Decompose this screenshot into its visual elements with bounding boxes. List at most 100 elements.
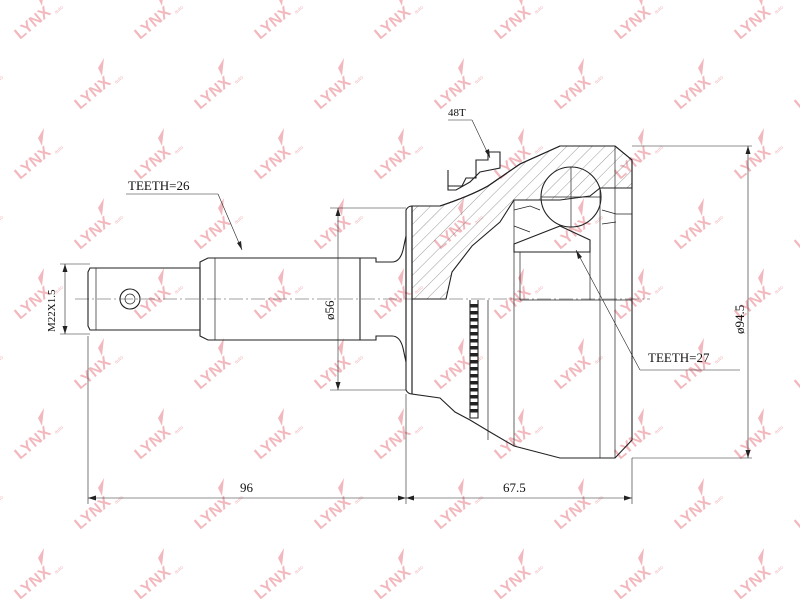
watermark-sub: auto (653, 5, 664, 16)
watermark-sub: auto (593, 495, 604, 506)
abs-tooth (470, 395, 478, 399)
abs-tooth (470, 346, 478, 350)
watermark-logo: LYNX (372, 143, 415, 183)
watermark-sub: auto (773, 285, 784, 296)
watermark-logo: LYNX (192, 493, 235, 533)
watermark-sub: auto (293, 425, 304, 436)
watermark-mark (98, 198, 104, 216)
watermark-logo: LYNX (732, 3, 775, 43)
watermark-mark (278, 548, 284, 566)
watermark-sub: auto (53, 285, 64, 296)
watermark-mark (399, 0, 403, 6)
watermark-logo: LYNX (612, 283, 655, 323)
abs-tooth (470, 360, 478, 364)
watermark-mark (98, 58, 104, 76)
watermark-logo: LYNX (312, 493, 355, 533)
watermark-mark (218, 478, 224, 496)
watermark-sub: auto (353, 495, 364, 506)
watermark-logo: LYNX (492, 3, 535, 43)
watermark-logo: LYNX (792, 213, 800, 253)
watermark-logo: LYNX (192, 353, 235, 393)
body-length-label: 67.5 (503, 480, 526, 495)
watermark-mark (398, 408, 404, 426)
watermark-mark (278, 268, 284, 286)
thread-label: M22X1.5 (46, 289, 58, 332)
housing-outline (411, 145, 633, 459)
watermark-mark (518, 268, 524, 286)
watermark-mark (758, 548, 764, 566)
watermark-logo: LYNX (372, 423, 415, 463)
watermark-sub: auto (173, 565, 184, 576)
watermark-mark (519, 0, 523, 6)
watermark-mark (759, 0, 763, 6)
inner-race (513, 225, 591, 253)
shaft-teeth-label: TEETH=26 (128, 178, 190, 193)
watermark-sub: auto (653, 425, 664, 436)
watermark-logo: LYNX (252, 143, 295, 183)
watermark-sub: auto (473, 495, 484, 506)
watermark-sub: auto (713, 75, 724, 86)
watermark-logo: LYNX (672, 493, 715, 533)
watermark-sub: auto (593, 75, 604, 86)
watermark-sub: auto (773, 425, 784, 436)
watermark-mark (398, 548, 404, 566)
watermark-logo: LYNX (612, 3, 655, 43)
shaft-diameter-label: ø56 (322, 300, 337, 320)
watermark-logo: LYNX (732, 143, 775, 183)
watermark-sub: auto (533, 145, 544, 156)
watermark-mark (758, 408, 764, 426)
watermark-logo: LYNX (252, 3, 295, 43)
watermark-sub: auto (53, 145, 64, 156)
watermark-mark (158, 268, 164, 286)
watermark-sub: auto (713, 495, 724, 506)
watermark-mark (38, 128, 44, 146)
watermark-logo: LYNX (552, 213, 595, 253)
watermark-logo: LYNX (12, 3, 55, 43)
watermark-sub: auto (173, 145, 184, 156)
watermark-mark (698, 58, 704, 76)
watermark-logo: LYNX (792, 493, 800, 533)
watermark-mark (458, 58, 464, 76)
watermark-sub: auto (773, 5, 784, 16)
watermark-mark (98, 478, 104, 496)
watermark-mark (38, 408, 44, 426)
abs-ring-teeth (470, 304, 478, 413)
watermark-logo: LYNX (252, 283, 295, 323)
watermark-logo: LYNX (552, 493, 595, 533)
watermark-sub: auto (773, 565, 784, 576)
watermark-sub: auto (0, 75, 5, 86)
watermark-sub: auto (773, 145, 784, 156)
watermark-mark (158, 548, 164, 566)
watermark-sub: auto (653, 565, 664, 576)
watermark-mark (638, 408, 644, 426)
abs-tooth (470, 402, 478, 406)
watermark-sub: auto (233, 75, 244, 86)
watermark-sub: auto (533, 425, 544, 436)
watermark-sub: auto (353, 215, 364, 226)
watermark-sub: auto (713, 355, 724, 366)
abs-tooth (470, 325, 478, 329)
abs-tooth (470, 353, 478, 357)
watermark-logo: LYNX (492, 283, 535, 323)
abs-teeth-label: 48T (448, 107, 466, 119)
watermark-logo: LYNX (72, 353, 115, 393)
abs-tooth (470, 318, 478, 322)
watermark-sub: auto (173, 285, 184, 296)
watermark-logo: LYNX (492, 563, 535, 600)
watermark-logo: LYNX (732, 563, 775, 600)
watermark-sub: auto (533, 5, 544, 16)
watermark-mark (158, 128, 164, 146)
watermark-mark (338, 198, 344, 216)
watermark-mark (398, 128, 404, 146)
watermark-mark (279, 0, 283, 6)
watermark-logo: LYNX (312, 213, 355, 253)
watermark-mark (98, 338, 104, 356)
abs-tooth (470, 388, 478, 392)
watermark-sub: auto (473, 355, 484, 366)
watermark-mark (698, 198, 704, 216)
watermark-sub: auto (173, 5, 184, 16)
watermark-sub: auto (413, 145, 424, 156)
watermark-mark (338, 338, 344, 356)
watermark-mark (278, 408, 284, 426)
watermark-logo: LYNX (132, 423, 175, 463)
